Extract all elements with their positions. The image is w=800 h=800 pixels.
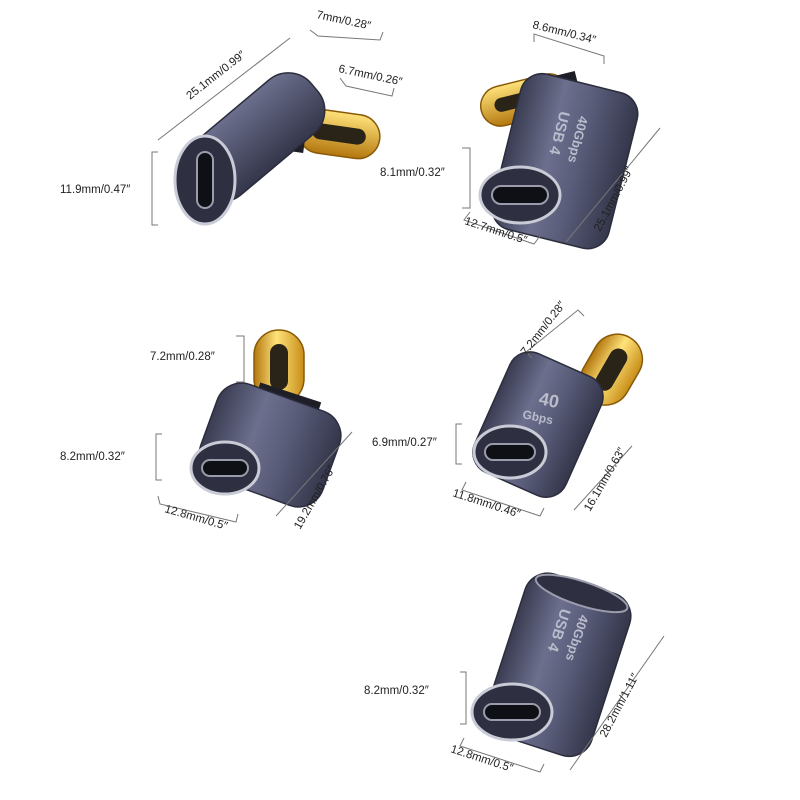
- adapter-5: USB 4 40Gbps 8.2mm/0.32″ 12.8mm/0.5″ 28.…: [364, 572, 665, 775]
- dimension-label: 8.1mm/0.32″: [380, 167, 445, 179]
- dimension-label: 11.8mm/0.46″: [451, 487, 522, 520]
- dimension-label: 8.2mm/0.32″: [364, 685, 429, 697]
- adapter-4: 40 Gbps 7.2mm/0.28″ 6.9mm/0.27″ 11.8mm/0…: [372, 299, 644, 521]
- print-label: Gbps: [521, 407, 554, 427]
- dimension-label: 12.8mm/0.5″: [449, 743, 514, 774]
- dimension-label: 7.2mm/0.28″: [150, 351, 215, 363]
- dimension-label: 6.7mm/0.26″: [337, 63, 403, 88]
- adapter-2: USB 4 40Gbps 8.6mm/0.34″ 8.1mm/0.32″ 25.…: [380, 19, 661, 250]
- dimension-label: 11.9mm/0.47″: [60, 184, 130, 196]
- adapter-3: 7.2mm/0.28″ 8.2mm/0.32″ 12.8mm/0.5″ 19.2…: [60, 329, 353, 533]
- dimension-label: 25.1mm/0.99″: [184, 49, 247, 102]
- dimension-label: 8.6mm/0.34″: [531, 19, 597, 46]
- dimension-label: 7mm/0.28″: [315, 9, 372, 32]
- dimension-label: 6.9mm/0.27″: [372, 437, 437, 449]
- dimension-label: 16.1mm/0.63″: [582, 446, 628, 514]
- adapter-1: 25.1mm/0.99″ 7mm/0.28″ 6.7mm/0.26″ 11.9m…: [60, 9, 403, 226]
- dimension-label: 8.2mm/0.32″: [60, 451, 125, 463]
- print-label: 40: [537, 388, 561, 412]
- dimension-label: 12.8mm/0.5″: [163, 503, 229, 532]
- dimension-label: 7.2mm/0.28″: [519, 299, 568, 357]
